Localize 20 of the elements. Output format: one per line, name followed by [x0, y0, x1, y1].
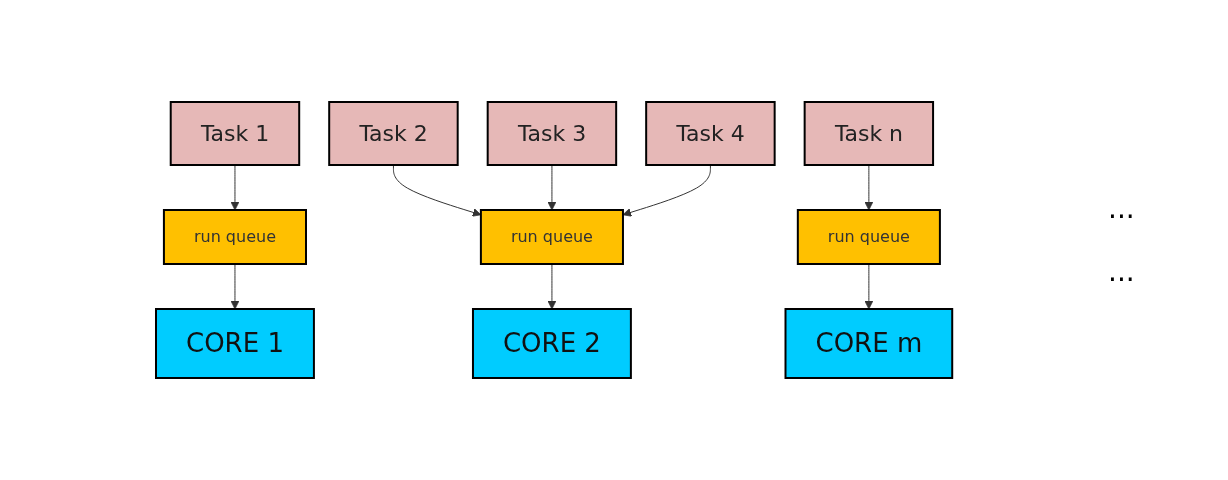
- arrow: [864, 263, 874, 310]
- node-box: CORE 2: [471, 308, 632, 379]
- ellipsis-text: ...: [1108, 255, 1136, 288]
- arrow: [230, 164, 240, 211]
- node-box: Task 1: [169, 101, 301, 166]
- node-box: Task 3: [486, 101, 618, 166]
- arrow: [864, 164, 874, 211]
- arrow: [547, 164, 557, 211]
- node-box: CORE m: [784, 308, 954, 379]
- arrow: [547, 263, 557, 310]
- arrow: [230, 263, 240, 310]
- node-box: CORE 1: [154, 308, 315, 379]
- node-box: run queue: [162, 209, 307, 265]
- node-box: Task 2: [328, 101, 459, 166]
- node-box: run queue: [479, 209, 624, 265]
- node-box: Task 4: [645, 101, 776, 166]
- arrow: [622, 164, 711, 217]
- ellipsis-text: ...: [1108, 192, 1136, 225]
- node-box: run queue: [796, 209, 941, 265]
- node-box: Task n: [803, 101, 934, 166]
